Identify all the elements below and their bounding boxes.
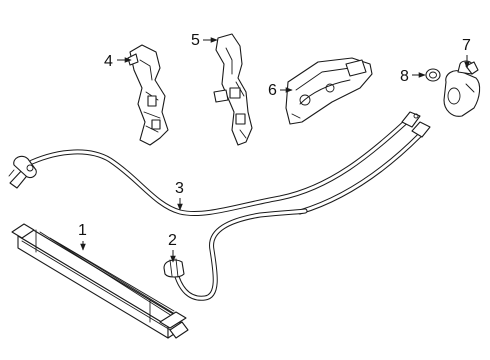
callout-label: 8 <box>400 68 409 85</box>
callout-3: 3 <box>175 180 184 211</box>
cooler-line-upper <box>29 115 423 217</box>
lower-hose-fitting <box>163 258 185 278</box>
cooler-line-lower <box>172 208 308 301</box>
line-right-end <box>401 111 431 138</box>
callout-2: 2 <box>168 232 177 263</box>
callout-label: 3 <box>175 180 184 197</box>
callout-6: 6 <box>268 82 293 99</box>
callout-label: 2 <box>168 232 177 249</box>
callout-8: 8 <box>400 68 426 85</box>
line-bracket-right <box>213 33 253 146</box>
callout-label: 7 <box>462 37 471 54</box>
callout-label: 1 <box>78 222 87 239</box>
callout-7: 7 <box>462 37 471 69</box>
line-connector-fitting <box>443 60 481 117</box>
callout-label: 6 <box>268 82 277 99</box>
callout-label: 5 <box>191 32 200 49</box>
line-bracket-left <box>127 44 169 146</box>
transmission-cooler <box>11 223 189 339</box>
callout-1: 1 <box>78 222 87 251</box>
callout-5: 5 <box>191 32 218 49</box>
line-left-fitting <box>8 155 37 189</box>
callout-label: 4 <box>104 53 113 70</box>
line-support-bracket <box>285 57 373 125</box>
o-ring-seal <box>425 68 441 82</box>
callout-4: 4 <box>104 53 132 70</box>
